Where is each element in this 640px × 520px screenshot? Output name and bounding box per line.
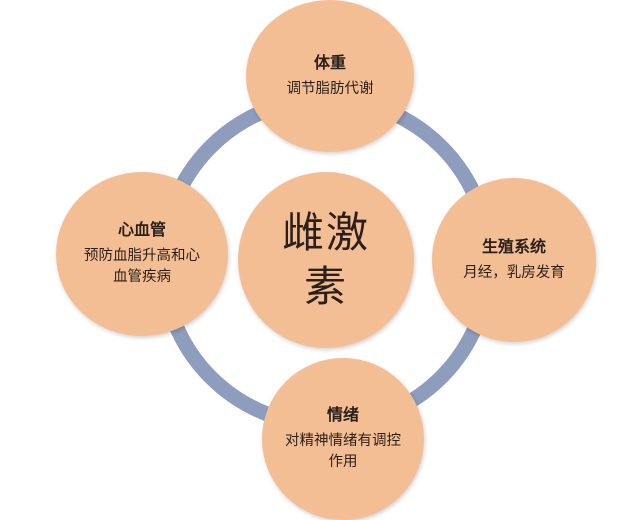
node-desc: 月经，乳房发育 bbox=[463, 264, 565, 281]
node-title: 生殖系统 bbox=[481, 236, 546, 256]
node-title: 情绪 bbox=[326, 405, 359, 424]
node-emotion: 情绪 对精神情绪有调控作用 bbox=[262, 358, 424, 520]
center-label: 雌激素 bbox=[281, 208, 370, 311]
center-node: 雌激素 bbox=[238, 172, 414, 348]
node-title: 心血管 bbox=[117, 220, 166, 239]
node-desc: 预防血脂升高和心血管疾病 bbox=[84, 248, 200, 285]
node-title: 体重 bbox=[313, 52, 346, 72]
node-weight: 体重 调节脂肪代谢 bbox=[246, 0, 414, 152]
node-desc: 调节脂肪代谢 bbox=[286, 80, 374, 97]
node-reproductive-system: 生殖系统 月经，乳房发育 bbox=[432, 178, 596, 342]
node-cardiovascular: 心血管 预防血脂升高和心血管疾病 bbox=[56, 172, 228, 336]
node-desc: 对精神情绪有调控作用 bbox=[285, 433, 401, 470]
